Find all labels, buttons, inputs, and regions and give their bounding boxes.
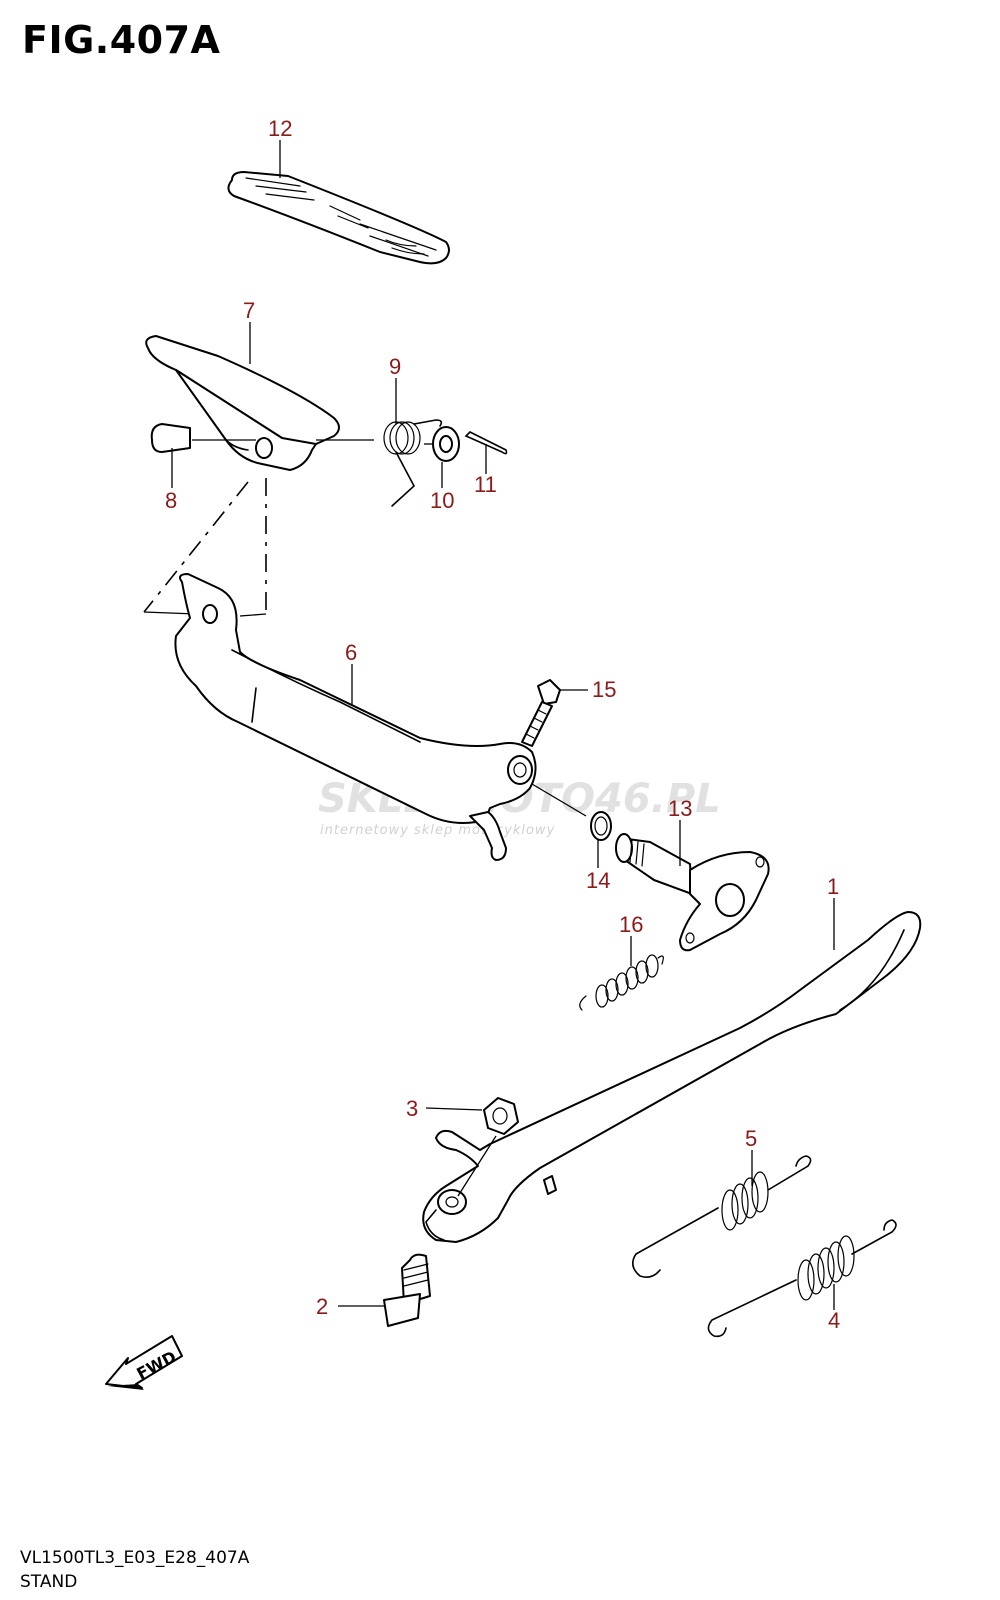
- callout-1: 1: [827, 874, 839, 899]
- figure-title: FIG.407A: [22, 18, 221, 62]
- part-14-circlip: [590, 811, 612, 841]
- callout-7: 7: [243, 298, 255, 323]
- part-16-small-spring: [579, 954, 664, 1011]
- part-5-spring: [632, 1155, 812, 1278]
- part-15-bolt: [521, 679, 588, 747]
- callout-10: 10: [430, 488, 454, 513]
- callout-12: 12: [268, 116, 292, 141]
- part-13-shaft: [615, 833, 770, 952]
- callout-2: 2: [316, 1294, 328, 1319]
- model-code: VL1500TL3_E03_E28_407A: [20, 1548, 250, 1568]
- part-3-nut: [425, 1097, 519, 1197]
- callout-3: 3: [406, 1096, 418, 1121]
- callout-numbers: 12 7 8 9 10 11 6 15 13 14 16 1 3 5 2 4: [165, 116, 840, 1333]
- callout-6: 6: [345, 640, 357, 665]
- part-7-brake-pedal-pad: [145, 335, 340, 471]
- callout-16: 16: [619, 912, 643, 937]
- section-name: STAND: [20, 1572, 78, 1592]
- part-8-pin: [150, 423, 256, 453]
- part-2-stand-bolt: [338, 1253, 431, 1327]
- part-1-side-stand: [422, 911, 922, 1243]
- part-6-brake-pedal-arm: [174, 573, 537, 861]
- callout-15: 15: [592, 677, 616, 702]
- callout-13: 13: [668, 796, 692, 821]
- watermark-subtext: internetowy sklep motocyklowy: [320, 823, 555, 838]
- fwd-direction-arrow: FWD: [105, 1335, 183, 1390]
- callout-leaders: [171, 140, 835, 1310]
- part-4-spring: [707, 1219, 897, 1338]
- callout-11: 11: [474, 472, 497, 497]
- callout-8: 8: [165, 488, 177, 513]
- callout-5: 5: [745, 1126, 757, 1151]
- part-11-cotter-pin: [464, 431, 508, 455]
- callout-14: 14: [586, 868, 610, 893]
- part-10-washer: [432, 426, 460, 462]
- callout-9: 9: [389, 354, 401, 379]
- part-12-footrest-rubber: [227, 171, 450, 265]
- callout-4: 4: [828, 1308, 840, 1333]
